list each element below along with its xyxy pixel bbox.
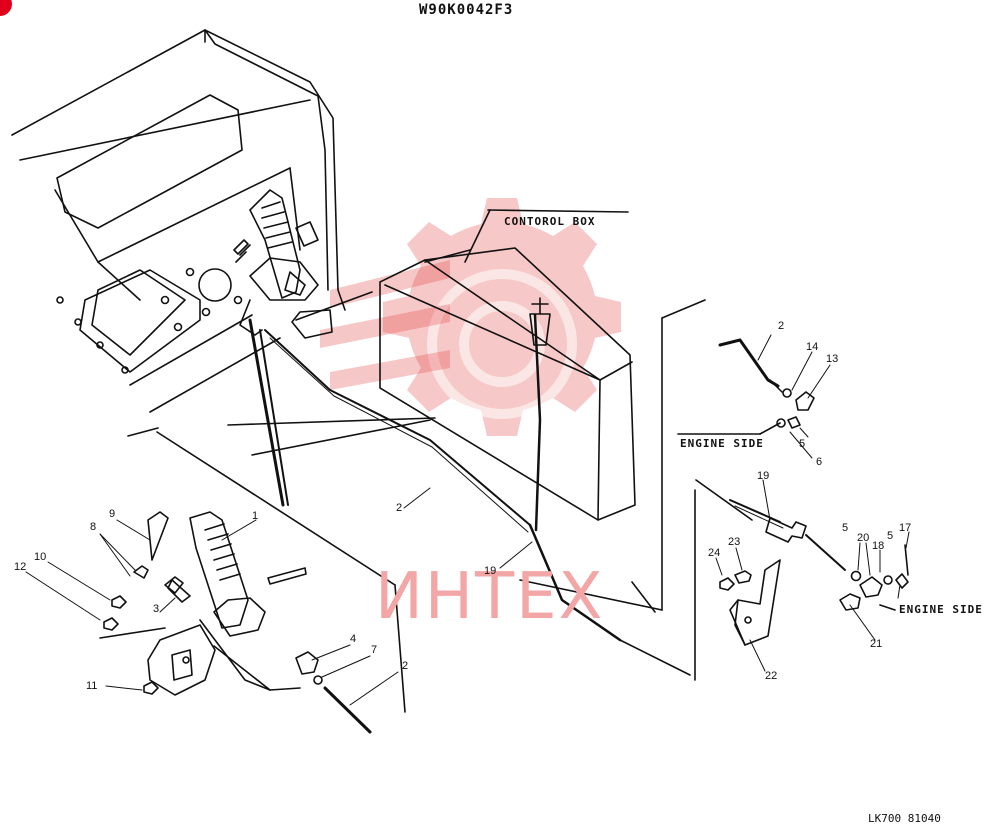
lower-pedal-assembly: [99, 511, 372, 734]
callout-18: 18: [872, 540, 885, 552]
throttle-cable: [264, 313, 622, 642]
callout-9: 9: [109, 508, 116, 520]
callout-8: 8: [90, 521, 97, 533]
engine-side-label-lower: ENGINE SIDE: [899, 603, 983, 616]
callout-3: 3: [153, 603, 160, 615]
callout-2: 2: [396, 502, 403, 514]
callout-7: 7: [371, 644, 378, 656]
guide-lines: [156, 299, 753, 713]
callout-2: 2: [402, 660, 409, 672]
callout-24: 24: [708, 547, 721, 559]
leader-lines: [25, 334, 910, 706]
control-box: [379, 209, 636, 521]
callout-20: 20: [857, 532, 870, 544]
engine-side-label-upper: ENGINE SIDE: [680, 437, 764, 450]
bracket: [719, 559, 781, 646]
control-box-label: CONTOROL BOX: [504, 215, 596, 228]
callout-19: 19: [757, 470, 770, 482]
callout-5: 5: [887, 530, 894, 542]
callout-19: 19: [484, 565, 497, 577]
watermark-gear-rings: [427, 269, 577, 419]
engine-side-cable-lower: [729, 499, 909, 611]
callout-5: 5: [799, 438, 806, 450]
corner-mark: [0, 0, 12, 16]
engine-side-rod-upper: [677, 338, 815, 435]
callout-4: 4: [350, 633, 357, 645]
callout-1: 1: [252, 510, 259, 522]
callout-10: 10: [34, 551, 47, 563]
callout-2: 2: [778, 320, 785, 332]
upper-pedal-assembly: [233, 189, 333, 339]
callout-11: 11: [86, 680, 98, 692]
callout-17: 17: [899, 522, 912, 534]
callout-6: 6: [816, 456, 823, 468]
callout-21: 21: [870, 638, 883, 650]
callout-12: 12: [14, 561, 27, 573]
drawing-reference: LK700 81040: [868, 812, 941, 825]
callout-14: 14: [806, 341, 819, 353]
callout-13: 13: [826, 353, 839, 365]
callout-22: 22: [765, 670, 778, 682]
watermark-text: ИНТЕХ: [375, 560, 605, 634]
callout-5: 5: [842, 522, 849, 534]
dashboard-panel: [11, 29, 373, 507]
drawing-code: W90K0042F3: [419, 2, 514, 18]
callout-23: 23: [728, 536, 741, 548]
